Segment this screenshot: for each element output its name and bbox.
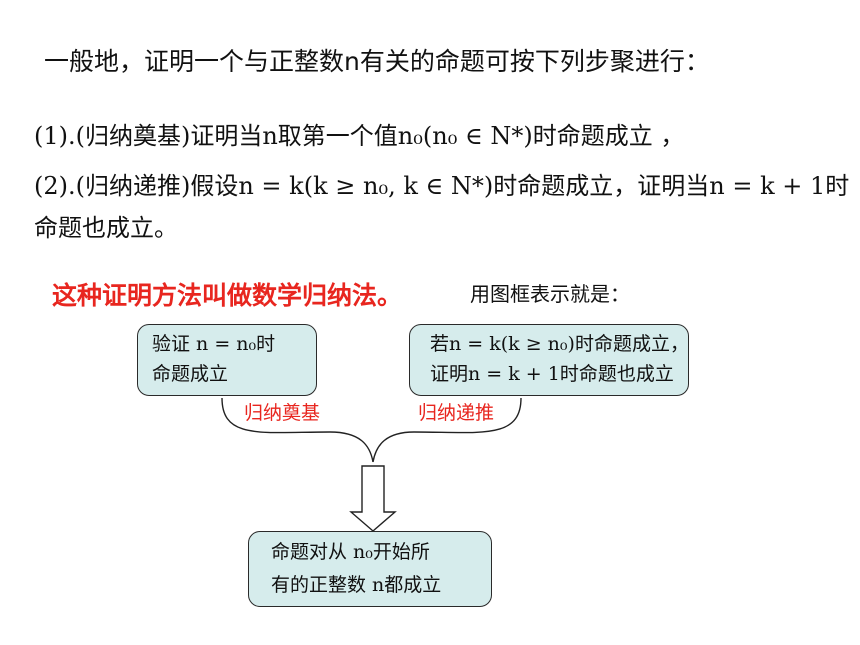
step-2-continuation: 命题也成立。 xyxy=(34,214,178,242)
conclusion-line-2: 有的正整数 n都成立 xyxy=(271,574,442,596)
method-statement: 这种证明方法叫做数学归纳法。 xyxy=(52,281,403,310)
base-case-tag: 归纳奠基 xyxy=(244,402,321,424)
brace-left-curve xyxy=(221,397,374,463)
base-case-box: 验证 n = n₀时 命题成立 xyxy=(137,324,317,396)
base-case-line-2: 命题成立 xyxy=(152,363,229,385)
intro-text: 一般地，证明一个与正整数n有关的命题可按下列步聚进行： xyxy=(44,47,710,76)
step-2-text: (2).(归纳递推)假设n = k(k ≥ n₀, k ∈ N*)时命题成立，证… xyxy=(34,172,850,200)
down-arrow-icon xyxy=(349,465,397,532)
inductive-step-line-1: 若n = k(k ≥ n₀)时命题成立， xyxy=(430,333,689,355)
base-case-line-1: 验证 n = n₀时 xyxy=(152,333,276,355)
conclusion-box: 命题对从 n₀开始所 有的正整数 n都成立 xyxy=(248,531,492,607)
inductive-step-tag: 归纳递推 xyxy=(418,402,495,424)
inductive-step-box: 若n = k(k ≥ n₀)时命题成立， 证明n = k + 1时命题也成立 xyxy=(409,324,689,396)
inductive-step-line-2: 证明n = k + 1时命题也成立 xyxy=(430,363,674,385)
conclusion-line-1: 命题对从 n₀开始所 xyxy=(271,541,430,563)
brace-right-curve xyxy=(372,397,522,463)
frame-caption: 用图框表示就是： xyxy=(470,282,630,306)
step-1-text: (1).(归纳奠基)证明当n取第一个值n₀(n₀ ∈ N*)时命题成立 ， xyxy=(34,122,685,150)
